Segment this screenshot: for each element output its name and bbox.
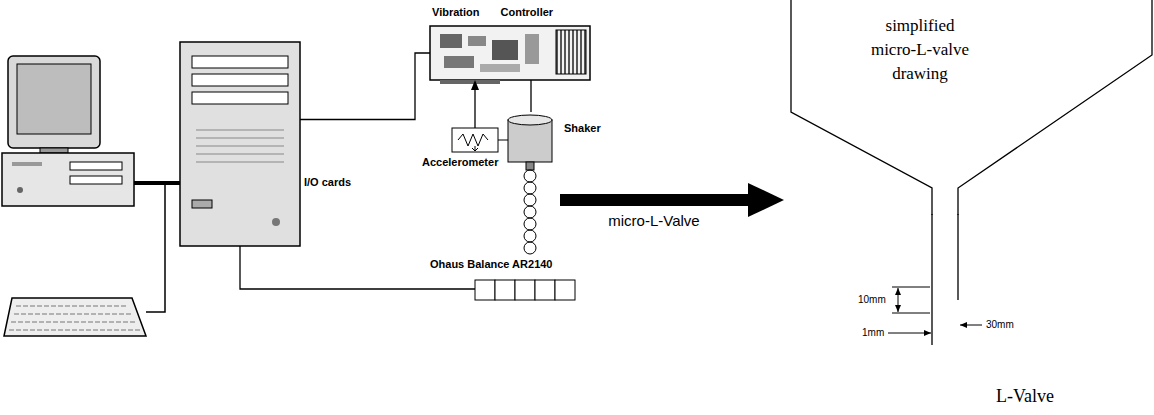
dimension-lines	[898, 288, 899, 300]
balance-pan	[495, 280, 515, 300]
balance-pan	[475, 280, 575, 300]
shaker-body	[508, 115, 552, 125]
vibration-controller: Vibration Controller	[430, 26, 590, 80]
computer-monitor	[8, 56, 100, 153]
micro-valve-chain	[524, 218, 536, 230]
micro-valve-chain	[524, 230, 536, 242]
controller-board	[430, 26, 590, 80]
controller-board	[440, 34, 462, 48]
io-tower	[180, 42, 300, 246]
accelerometer-symbol	[472, 146, 478, 151]
computer-case	[2, 153, 134, 206]
io-tower	[192, 200, 212, 208]
computer-case	[70, 176, 122, 184]
drawing-title: simplified micro-L-valve drawing	[866, 14, 974, 86]
controller-board	[480, 64, 520, 72]
micro-valve-chain	[524, 170, 536, 254]
dimension-lines	[892, 287, 930, 313]
controller-board	[444, 56, 474, 68]
balance-pan	[535, 280, 555, 300]
accelerometer-symbol	[498, 140, 508, 141]
valve-standpipe	[932, 214, 958, 345]
ohaus-balance: Ohaus Balance AR2140	[475, 278, 575, 300]
shaker-body	[508, 115, 552, 170]
dimension-lines	[960, 325, 982, 326]
computer-monitor	[8, 56, 100, 148]
controller-board	[556, 30, 586, 74]
controller-board	[525, 34, 539, 64]
shaker-body	[526, 162, 534, 170]
component-label: Shaker	[564, 122, 601, 134]
hopper-outline	[790, 0, 1154, 215]
accelerometer-symbol	[458, 134, 488, 146]
controller-board	[430, 26, 590, 84]
micro-valve-chain	[524, 242, 536, 254]
dimension-lines	[898, 300, 899, 312]
keyboard	[9, 306, 140, 330]
io-tower	[196, 130, 284, 162]
signal-wire	[474, 90, 475, 128]
io-tower	[272, 218, 280, 226]
component-label: I/O cards	[304, 176, 351, 188]
valve-standpipe	[932, 214, 958, 345]
io-tower	[180, 42, 300, 246]
micro-valve-chain	[524, 206, 536, 218]
micro-valve-chain	[524, 170, 536, 182]
accelerometer-symbol	[452, 128, 498, 152]
signal-wire	[300, 53, 430, 120]
computer-case	[12, 162, 42, 166]
balance-pan	[515, 280, 535, 300]
controller-board	[468, 36, 486, 46]
io-tower	[192, 56, 288, 68]
computer-cable	[146, 183, 165, 312]
micro-valve-chain	[524, 182, 536, 194]
computer-cable	[134, 181, 180, 185]
computer-monitor	[17, 64, 91, 134]
shaker-body	[508, 120, 552, 162]
component-label: Vibration Controller	[432, 6, 553, 18]
dimension-label: 30mm	[986, 319, 1014, 330]
micro-l-valve-hopper: simplified micro-L-valve drawing	[790, 0, 1154, 215]
flow-arrow	[560, 194, 748, 206]
micro-valve-chain	[524, 194, 536, 206]
component-label: Ohaus Balance AR2140	[430, 258, 552, 270]
computer-cable	[134, 183, 180, 312]
keyboard	[4, 298, 146, 336]
controller-board	[440, 80, 500, 84]
computer-case	[70, 162, 122, 170]
computer-case	[17, 187, 23, 193]
dimension-lines	[888, 287, 982, 333]
signal-wire	[530, 80, 531, 112]
arrow-label: micro-L-Valve	[605, 212, 702, 229]
caption-label: L-Valve	[996, 386, 1054, 407]
dimension-label: 10mm	[858, 294, 886, 305]
hopper-outline	[791, 0, 1152, 215]
accelerometer-symbol	[452, 128, 508, 152]
io-tower	[192, 74, 288, 86]
shaker: Shaker	[502, 112, 560, 208]
balance-pan	[475, 280, 495, 300]
component-label: Accelerometer	[422, 156, 498, 168]
controller-board	[492, 40, 518, 60]
balance-pan	[555, 280, 575, 300]
accelerometer: Accelerometer	[452, 128, 498, 152]
dimension-lines	[888, 333, 931, 334]
io-tower: I/O cards	[180, 42, 300, 246]
keyboard	[4, 298, 146, 336]
computer-case	[2, 153, 134, 206]
dimension-label: 1mm	[862, 327, 884, 338]
io-tower	[192, 92, 288, 104]
